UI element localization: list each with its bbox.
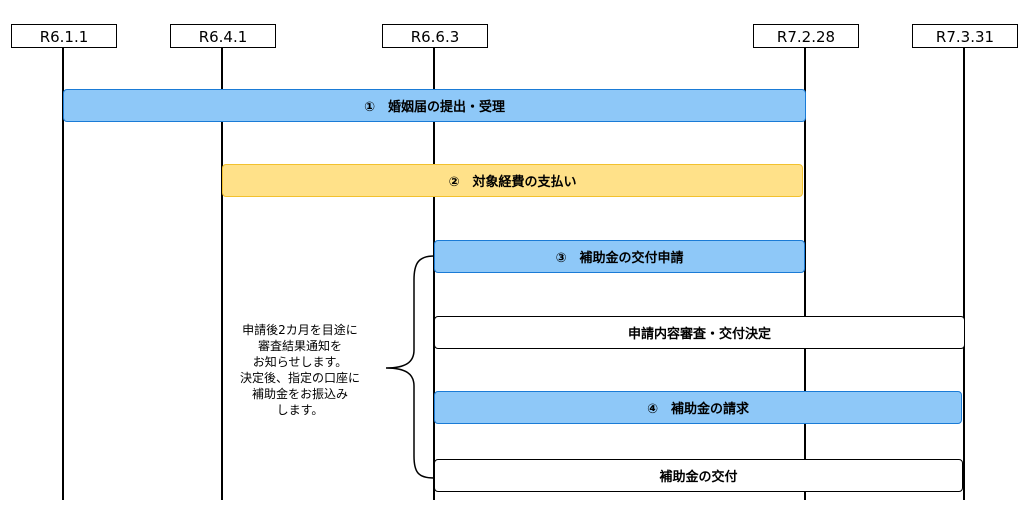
bar-marriage-registration: ① 婚姻届の提出・受理: [63, 89, 806, 122]
date-label-r6-6-3: R6.6.3: [382, 24, 488, 48]
bar-grant-claim: ④ 補助金の請求: [434, 391, 962, 424]
bar-review-decision: 申請内容審査・交付決定: [434, 316, 965, 349]
bar-grant-application: ③ 補助金の交付申請: [434, 240, 805, 273]
timeline-line-r6-4-1: [221, 48, 223, 500]
curly-brace-icon: [385, 255, 435, 479]
date-label-r6-1-1: R6.1.1: [11, 24, 117, 48]
review-note: 申請後2カ月を目途に 審査結果通知を お知らせします。 決定後、指定の口座に 補…: [239, 323, 360, 417]
date-label-r6-4-1: R6.4.1: [170, 24, 276, 48]
timeline-line-r7-2-28: [804, 48, 806, 500]
bar-expense-payment: ② 対象経費の支払い: [222, 164, 803, 197]
timeline-line-r6-6-3: [433, 48, 435, 500]
date-label-r7-3-31: R7.3.31: [912, 24, 1018, 48]
date-label-r7-2-28: R7.2.28: [753, 24, 859, 48]
timeline-line-r7-3-31: [963, 48, 965, 500]
timeline-line-r6-1-1: [62, 48, 64, 500]
bar-grant-payment: 補助金の交付: [434, 459, 963, 492]
